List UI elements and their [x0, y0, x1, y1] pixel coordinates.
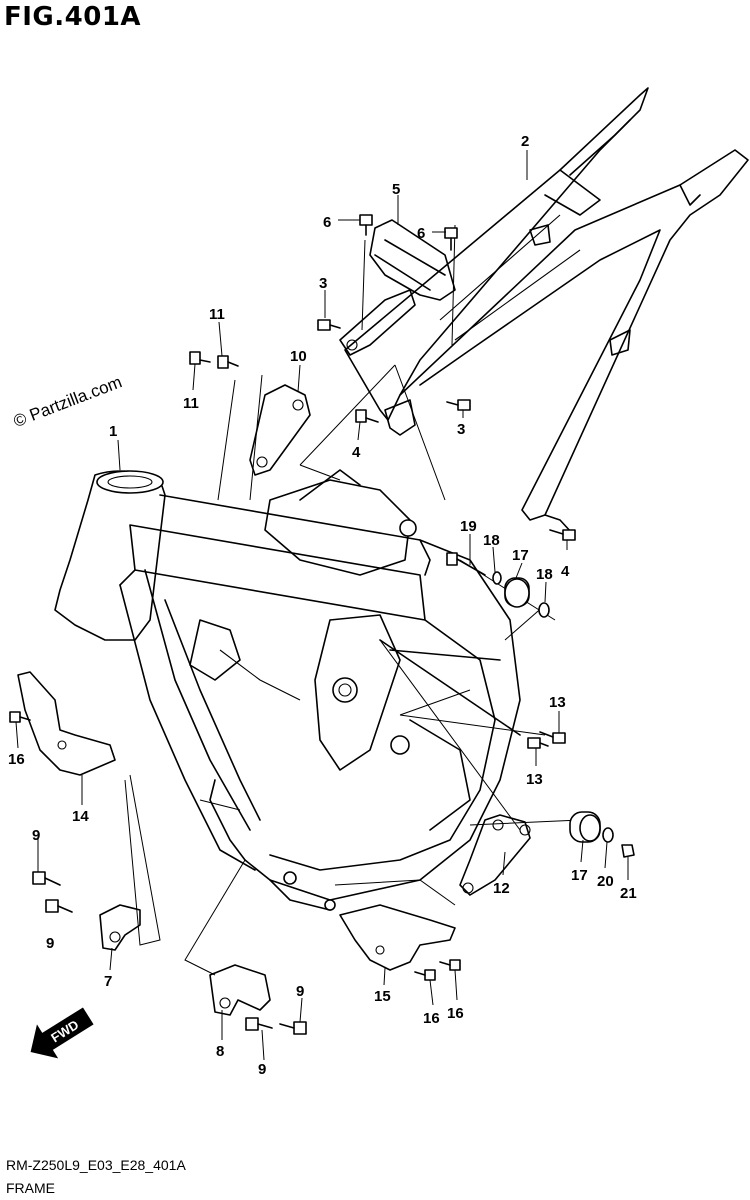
bracket-12 [459, 814, 531, 896]
callout-11-bottom: 11 [183, 395, 199, 412]
callout-3-lower: 3 [457, 421, 465, 438]
bushing-17-upper [504, 577, 530, 608]
callout-7: 7 [104, 973, 112, 990]
figure-title: FIG.401A [4, 2, 142, 32]
callout-11-top: 11 [209, 306, 225, 323]
bracket-10 [249, 384, 311, 476]
bracket-left-3 [339, 289, 416, 436]
callout-9-a: 9 [32, 827, 40, 844]
bolt-3-lower [446, 399, 471, 411]
bolt-19 [446, 552, 486, 576]
callout-18-left: 18 [483, 532, 500, 549]
washer-18-left [492, 571, 502, 585]
callout-13-lower: 13 [526, 771, 543, 788]
bolt-9-upper [32, 871, 61, 886]
rear-subframe [344, 87, 749, 534]
bolt-9-lower-a [245, 1017, 273, 1031]
mount-7 [99, 904, 141, 951]
callout-14: 14 [72, 808, 89, 825]
callout-21: 21 [620, 885, 637, 902]
diagram-code: RM-Z250L9_E03_E28_401A [6, 1157, 186, 1173]
callout-2: 2 [521, 133, 529, 150]
callout-18-right: 18 [536, 566, 553, 583]
dashed-leaders [124, 224, 581, 976]
bolt-4-left [355, 409, 379, 423]
callout-19: 19 [460, 518, 477, 535]
callout-17-lower: 17 [571, 867, 588, 884]
section-name: FRAME [6, 1180, 55, 1196]
bolt-16-bottom-b [439, 959, 461, 971]
bolt-11-right [217, 355, 239, 369]
mount-8 [209, 964, 271, 1016]
bolt-11-left [189, 351, 211, 365]
bolt-16-bottom-a [414, 969, 436, 981]
washer-20 [602, 827, 614, 843]
callout-4-right: 4 [561, 563, 570, 580]
callout-leaders [15, 150, 629, 1061]
callout-10: 10 [290, 348, 307, 365]
bolts [9, 214, 576, 1035]
guard-14 [17, 671, 116, 776]
callout-5: 5 [392, 181, 400, 198]
callout-9-b: 9 [46, 935, 54, 952]
callout-20: 20 [597, 873, 614, 890]
callout-numbers: 1 2 3 3 4 4 5 6 6 7 8 9 9 9 9 10 11 11 1… [8, 133, 637, 1078]
callout-4-left: 4 [352, 444, 361, 461]
callout-16-bottom-b: 16 [447, 1005, 464, 1022]
callout-15: 15 [374, 988, 391, 1005]
callout-1: 1 [109, 423, 117, 440]
callout-3-upper: 3 [319, 275, 327, 292]
bolt-16-left [9, 711, 31, 723]
callout-8: 8 [216, 1043, 224, 1060]
callout-6-right: 6 [417, 225, 425, 242]
bolt-13-upper [539, 731, 566, 744]
callout-16-bottom-a: 16 [423, 1010, 440, 1027]
callout-6-left: 6 [323, 214, 331, 231]
nut-21 [621, 844, 635, 858]
callout-12: 12 [493, 880, 510, 897]
callout-16-left: 16 [8, 751, 25, 768]
bolt-6-left [359, 214, 373, 236]
bolt-9-lower-b [279, 1021, 307, 1035]
bolt-13-lower [527, 737, 549, 749]
bolt-9-mid [45, 899, 73, 913]
bracket-5 [369, 219, 456, 301]
bolt-6-right [444, 227, 458, 251]
main-frame [54, 469, 521, 911]
washer-18-right [538, 602, 550, 618]
callout-17-upper: 17 [512, 547, 529, 564]
guard-15 [339, 904, 456, 971]
bolt-4-right [549, 529, 576, 541]
callout-9-c: 9 [296, 983, 304, 1000]
fwd-arrow-icon: FWD [30, 1007, 94, 1059]
callout-13-upper: 13 [549, 694, 566, 711]
bolt-3-upper [317, 319, 341, 331]
bushing-17-lower [569, 811, 601, 843]
callout-9-d: 9 [258, 1061, 266, 1078]
